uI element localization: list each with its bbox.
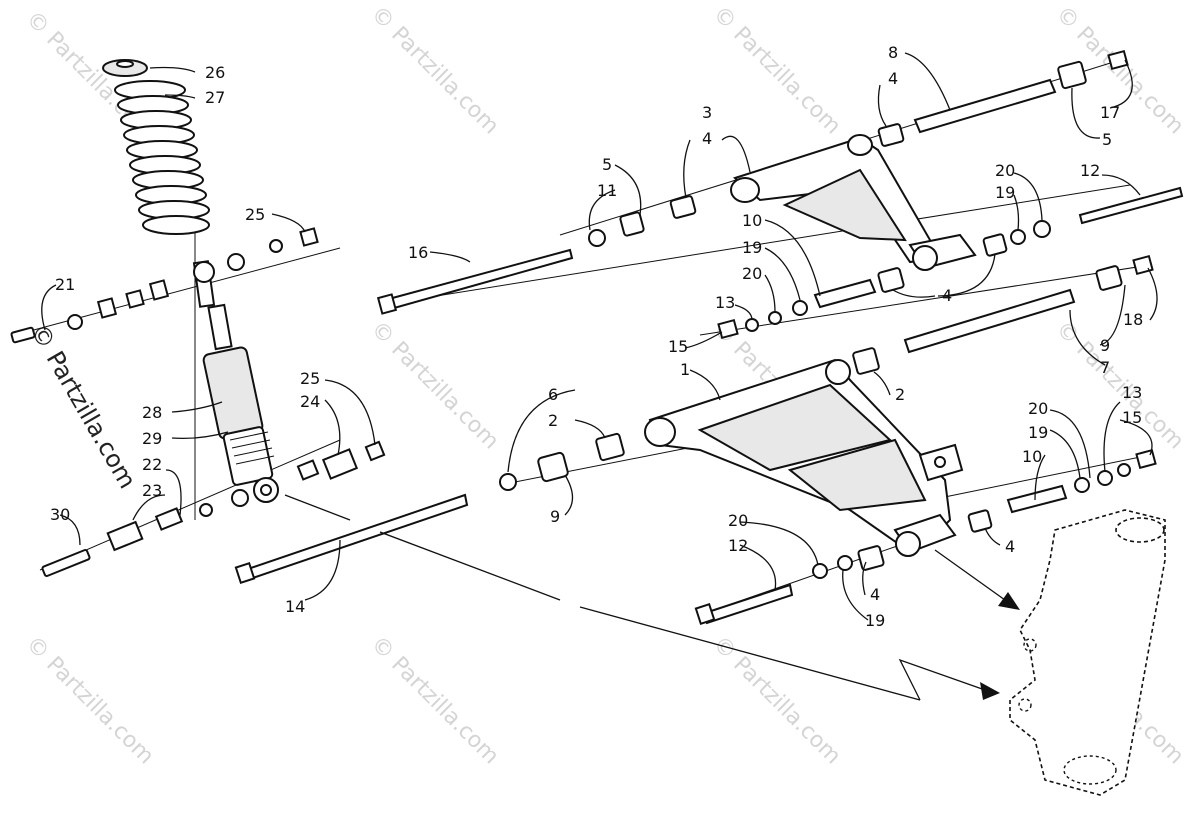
- lower-a-arm-1: [644, 358, 964, 557]
- bushing-23: [106, 520, 144, 552]
- callout-15-upper: 15: [668, 337, 688, 356]
- tube-8: [913, 78, 1057, 134]
- tube-10-lower: [1006, 484, 1068, 514]
- washer-11: [588, 229, 606, 247]
- callout-4-lower: 4: [1005, 537, 1015, 556]
- bushing-5: [619, 211, 645, 237]
- callout-4-mid: 4: [942, 286, 952, 305]
- watermark: © Partzilla.com: [366, 2, 504, 140]
- leader-lines: [41, 52, 1158, 621]
- watermark: © Partzilla.com: [366, 317, 504, 455]
- callout-20-upper: 20: [995, 161, 1015, 180]
- callout-21: 21: [55, 275, 75, 294]
- tube-7: [903, 288, 1076, 354]
- callout-12-bottom: 12: [728, 536, 748, 555]
- callout-26: 26: [205, 63, 225, 82]
- callout-19-mid: 19: [742, 238, 762, 257]
- hardware: [499, 49, 1157, 579]
- watermark: © Partzilla.com: [21, 632, 159, 770]
- callout-23: 23: [142, 481, 162, 500]
- callout-10-lower: 10: [1022, 447, 1042, 466]
- callout-5-top: 5: [1102, 130, 1112, 149]
- callout-20-mid: 20: [742, 264, 762, 283]
- nut-18: [1132, 254, 1154, 276]
- callout-2-right: 2: [895, 385, 905, 404]
- callout-30: 30: [50, 505, 70, 524]
- bushing-2-right: [852, 347, 880, 375]
- callout-20-lower: 20: [1028, 399, 1048, 418]
- callout-13-upper: 13: [715, 293, 735, 312]
- watermark-layer: © Partzilla.com © Partzilla.com © Partzi…: [21, 2, 1189, 770]
- bushing-24: [321, 448, 359, 480]
- bushing-9-left: [537, 451, 569, 483]
- bolt-21: [10, 326, 36, 344]
- shock-body-28: [192, 260, 279, 503]
- callout-labels: 26 27 25 21 28 29 22 23 30 25 24 14 16 5…: [50, 43, 1143, 630]
- callout-9-left: 9: [550, 507, 560, 526]
- watermark: © Partzilla.com: [708, 2, 846, 140]
- callout-15-lower: 15: [1122, 408, 1142, 427]
- callout-9-right: 9: [1100, 336, 1110, 355]
- bolt-12-upper: [1078, 186, 1184, 225]
- bushing-4-top: [877, 123, 905, 147]
- bushing-2-left: [595, 432, 625, 462]
- callout-8: 8: [888, 43, 898, 62]
- washer-6: [499, 473, 517, 491]
- spindle: [1009, 509, 1166, 796]
- callout-24: 24: [300, 392, 320, 411]
- coil-spring-27: [114, 80, 210, 235]
- watermark: © Partzilla.com: [366, 632, 504, 770]
- bolt-14: [243, 493, 469, 582]
- callout-4-bottom: 4: [870, 585, 880, 604]
- side-watermark: © Partzilla.com: [25, 319, 142, 493]
- callout-28: 28: [142, 403, 162, 422]
- callout-19-bottom: 19: [865, 611, 885, 630]
- callout-27: 27: [205, 88, 225, 107]
- bolt-30: [41, 548, 91, 578]
- callout-29: 29: [142, 429, 162, 448]
- callout-7: 7: [1100, 358, 1110, 377]
- upper-a-arm-3: [730, 134, 977, 271]
- callout-2-left: 2: [548, 411, 558, 430]
- callout-4-top: 4: [888, 69, 898, 88]
- bushing-4: [669, 195, 697, 219]
- callout-13-lower: 13: [1122, 383, 1142, 402]
- callout-22: 22: [142, 455, 162, 474]
- callout-10-upper: 10: [742, 211, 762, 230]
- callout-19-upper: 19: [995, 183, 1015, 202]
- shock-absorber-assembly: [10, 59, 386, 578]
- assembly-arrows: [284, 494, 1020, 701]
- callout-12-top: 12: [1080, 161, 1100, 180]
- callout-19-lower: 19: [1028, 423, 1048, 442]
- callout-18: 18: [1123, 310, 1143, 329]
- watermark: © Partzilla.com: [708, 632, 846, 770]
- watermark: © Partzilla.com: [1051, 317, 1189, 455]
- bushing-9: [1095, 265, 1123, 291]
- callout-3: 3: [702, 103, 712, 122]
- long-bolts: [234, 186, 1184, 626]
- callout-1: 1: [680, 360, 690, 379]
- callout-20-bottom: 20: [728, 511, 748, 530]
- tube-10-upper: [813, 278, 877, 309]
- nut-15: [717, 318, 739, 340]
- callout-6: 6: [548, 385, 558, 404]
- callout-11: 11: [597, 181, 617, 200]
- callout-4: 4: [702, 129, 712, 148]
- nut-17: [1107, 49, 1129, 71]
- callout-14: 14: [285, 597, 305, 616]
- bolt-12-lower: [703, 583, 794, 625]
- callout-25: 25: [245, 205, 265, 224]
- callout-25-lower: 25: [300, 369, 320, 388]
- callout-16: 16: [408, 243, 428, 262]
- callout-17: 17: [1100, 103, 1120, 122]
- callout-5: 5: [602, 155, 612, 174]
- bushing-5-top: [1057, 60, 1087, 90]
